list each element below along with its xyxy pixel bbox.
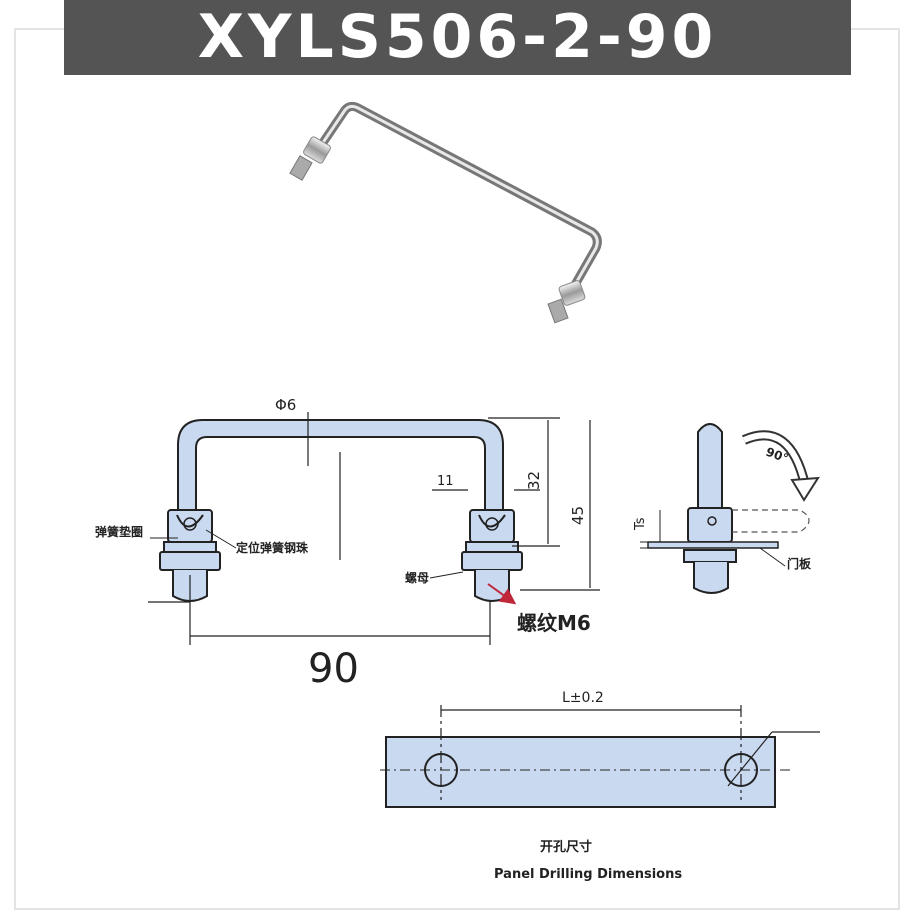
- dim-diameter: Φ6: [275, 396, 296, 414]
- title-bar: XYLS506-2-90: [64, 0, 851, 75]
- label-spring-washer: 弹簧垫圈: [95, 524, 143, 539]
- dim-32: 32: [525, 471, 543, 490]
- dim-ts: Ts: [633, 517, 648, 531]
- side-view: [640, 423, 820, 594]
- label-nut: 螺母: [405, 570, 429, 585]
- dim-45: 45: [569, 506, 587, 525]
- front-dimensions: [148, 412, 600, 645]
- product-title: XYLS506-2-90: [197, 2, 718, 72]
- caption-english: Panel Drilling Dimensions: [494, 867, 682, 882]
- label-positioning-ball: 定位弹簧钢珠: [236, 540, 309, 555]
- panel-drilling-view: [380, 705, 820, 808]
- label-door-panel: 门板: [787, 556, 812, 571]
- dim-90: 90: [308, 646, 359, 692]
- dim-hole-spacing: L±0.2: [562, 690, 604, 706]
- dim-11: 11: [437, 474, 454, 489]
- front-view: [159, 419, 523, 602]
- caption-chinese: 开孔尺寸: [540, 839, 592, 855]
- handle-photo: [289, 101, 602, 324]
- label-thread-m6: 螺纹M6: [517, 611, 591, 635]
